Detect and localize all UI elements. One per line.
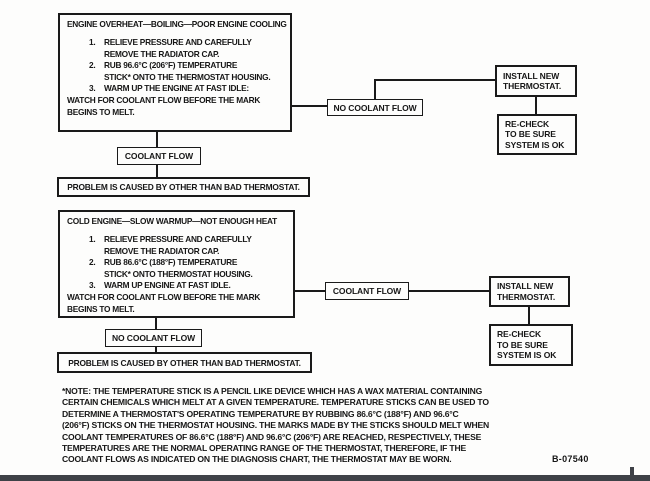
recheck-line: TO BE SURE	[505, 129, 556, 140]
coolant-flow-label: COOLANT FLOW	[124, 151, 194, 161]
recheck-line: SYSTEM IS OK	[497, 350, 557, 361]
step-text: REMOVE THE RADIATOR CAP.	[104, 245, 220, 256]
procedure-note: WATCH FOR COOLANT FLOW BEFORE THE MARK	[67, 94, 261, 105]
procedure-note: BEGINS TO MELT.	[67, 303, 135, 314]
cold-engine-title: COLD ENGINE—SLOW WARMUP—NOT ENOUGH HEAT	[67, 216, 277, 226]
footnote-line: COOLANT TEMPERATURES OF 86.6°C (188°F) A…	[62, 431, 482, 442]
temperature-stick-footnote: *NOTE: THE TEMPERATURE STICK IS A PENCIL…	[62, 386, 602, 466]
step-number	[89, 246, 104, 258]
no-coolant-flow-label: NO COOLANT FLOW	[333, 102, 417, 113]
step-number: 2.	[89, 60, 96, 71]
connector-line	[374, 80, 376, 100]
connector-line	[155, 346, 157, 353]
install-line: THERMOSTAT.	[497, 291, 556, 302]
step-number: 2.	[89, 257, 96, 268]
page-edge-tick	[630, 467, 634, 477]
footnote-line: *NOTE: THE TEMPERATURE STICK IS A PENCIL…	[62, 386, 483, 396]
recheck-line: RE-CHECK	[497, 329, 542, 340]
install-line: INSTALL NEW	[503, 70, 560, 81]
step-text: RUB 86.6°C (188°F) TEMPERATURE	[104, 257, 238, 268]
procedure-step: 3. WARM UP ENGINE AT FAST IDLE.	[67, 280, 288, 292]
no-coolant-flow-box-1: NO COOLANT FLOW	[327, 99, 423, 116]
procedure-step: 2. RUB 96.6°C (206°F) TEMPERATURE	[67, 60, 285, 72]
procedure-step: 1. RELIEVE PRESSURE AND CAREFULLY	[67, 234, 288, 246]
no-coolant-flow-box-2: NO COOLANT FLOW	[105, 329, 202, 347]
overheat-procedure-box: ENGINE OVERHEAT—BOILING—POOR ENGINE COOL…	[58, 13, 292, 132]
no-coolant-flow-label: NO COOLANT FLOW	[111, 333, 195, 343]
install-thermostat-box-1: INSTALL NEW THERMOSTAT.	[495, 65, 577, 97]
connector-line	[292, 105, 327, 107]
connector-line	[156, 131, 158, 148]
step-number: 1.	[89, 234, 96, 244]
cold-engine-procedure-box: COLD ENGINE—SLOW WARMUP—NOT ENOUGH HEAT …	[58, 210, 295, 318]
step-number	[89, 72, 104, 84]
install-line: INSTALL NEW	[497, 281, 554, 291]
footnote-line: CERTAIN CHEMICALS WHICH MELT AT A GIVEN …	[62, 397, 489, 408]
connector-line	[156, 164, 158, 178]
connector-line	[155, 317, 157, 330]
step-text: WARM UP ENGINE AT FAST IDLE.	[104, 280, 231, 291]
procedure-step: 2. RUB 86.6°C (188°F) TEMPERATURE	[67, 257, 288, 269]
connector-line	[528, 306, 530, 325]
step-number: 3.	[89, 83, 96, 94]
step-text: RUB 96.6°C (206°F) TEMPERATURE	[104, 60, 238, 71]
procedure-step: REMOVE THE RADIATOR CAP.	[67, 246, 288, 258]
procedure-step: 1. RELIEVE PRESSURE AND CAREFULLY	[67, 37, 285, 49]
footnote-line: TEMPERATURES ARE THE NORMAL OPERATING RA…	[62, 443, 466, 454]
problem-box-1: PROBLEM IS CAUSED BY OTHER THAN BAD THER…	[57, 177, 310, 197]
step-number: 3.	[89, 280, 96, 291]
step-number: 1.	[89, 37, 96, 47]
step-text: WARM UP THE ENGINE AT FAST IDLE:	[104, 83, 249, 94]
problem-label: PROBLEM IS CAUSED BY OTHER THAN BAD THER…	[68, 357, 301, 368]
problem-box-2: PROBLEM IS CAUSED BY OTHER THAN BAD THER…	[57, 352, 312, 373]
footnote-line: (206°F) STICKS ON THE THERMOSTAT HOUSING…	[62, 420, 490, 431]
procedure-step: STICK* ONTO THERMOSTAT HOUSING.	[67, 269, 288, 281]
step-number	[89, 49, 104, 61]
step-text: RELIEVE PRESSURE AND CAREFULLY	[104, 37, 252, 47]
footnote-line: DETERMINE A THERMOSTAT'S OPERATING TEMPE…	[62, 408, 459, 419]
procedure-step: 3. WARM UP THE ENGINE AT FAST IDLE:	[67, 83, 285, 95]
figure-id: B-07540	[552, 454, 589, 464]
procedure-note: BEGINS TO MELT.	[67, 106, 135, 117]
step-number	[89, 269, 104, 281]
footnote-line: COOLANT FLOWS AS INDICATED ON THE DIAGNO…	[62, 454, 452, 465]
install-thermostat-box-2: INSTALL NEW THERMOSTAT.	[489, 276, 570, 307]
procedure-note: WATCH FOR COOLANT FLOW BEFORE THE MARK	[67, 291, 261, 302]
coolant-flow-box-1: COOLANT FLOW	[117, 147, 201, 165]
coolant-flow-label: COOLANT FLOW	[332, 286, 402, 296]
recheck-box-1: RE-CHECK TO BE SURE SYSTEM IS OK	[497, 114, 577, 155]
connector-line	[535, 96, 537, 115]
step-text: STICK* ONTO THE THERMOSTAT HOUSING.	[104, 71, 271, 82]
recheck-line: TO BE SURE	[497, 339, 548, 350]
overheat-title: ENGINE OVERHEAT—BOILING—POOR ENGINE COOL…	[67, 19, 287, 29]
recheck-line: SYSTEM IS OK	[505, 139, 565, 150]
step-text: REMOVE THE RADIATOR CAP.	[104, 48, 220, 59]
connector-line	[409, 290, 490, 292]
coolant-flow-box-2: COOLANT FLOW	[325, 282, 409, 300]
procedure-step: REMOVE THE RADIATOR CAP.	[67, 49, 285, 61]
page-bottom-rule	[0, 475, 650, 481]
step-text: STICK* ONTO THERMOSTAT HOUSING.	[104, 268, 253, 279]
step-text: RELIEVE PRESSURE AND CAREFULLY	[104, 234, 252, 244]
install-line: THERMOSTAT.	[503, 81, 562, 91]
connector-line	[374, 79, 495, 81]
procedure-step: STICK* ONTO THE THERMOSTAT HOUSING.	[67, 72, 285, 84]
recheck-line: RE-CHECK	[505, 118, 550, 129]
recheck-box-2: RE-CHECK TO BE SURE SYSTEM IS OK	[489, 324, 573, 366]
connector-line	[295, 290, 325, 292]
problem-label: PROBLEM IS CAUSED BY OTHER THAN BAD THER…	[67, 182, 300, 192]
